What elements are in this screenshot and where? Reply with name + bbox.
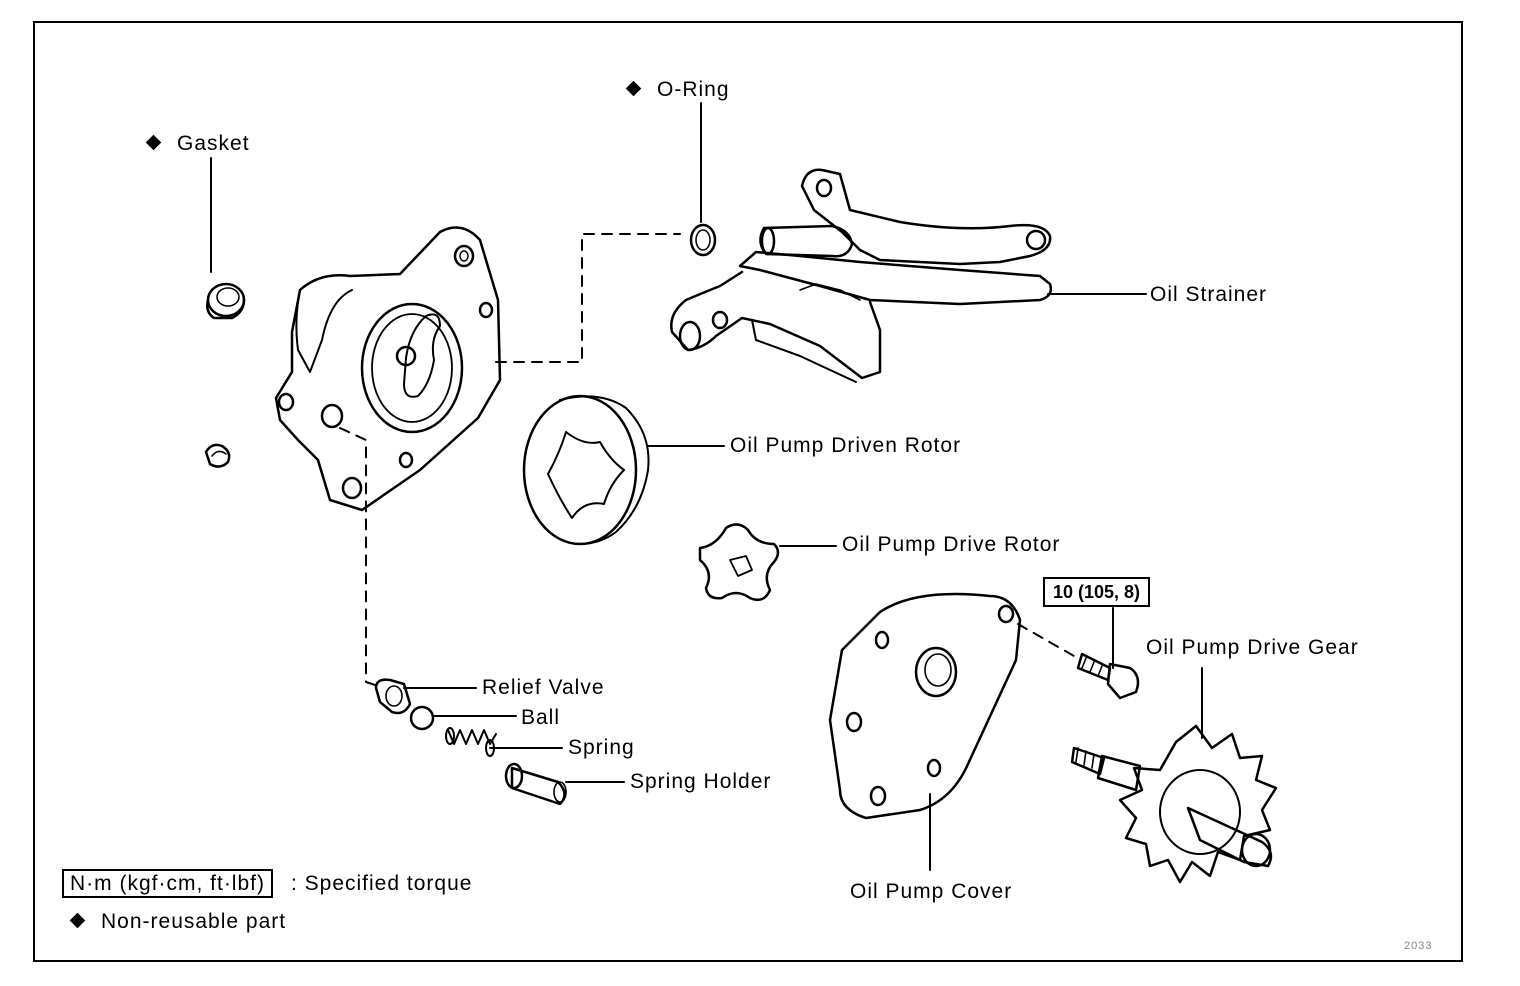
drive-gear-label: Oil Pump Drive Gear xyxy=(1146,636,1359,659)
pump-body-part xyxy=(274,226,502,512)
diagram-frame xyxy=(33,21,1463,962)
spring-part xyxy=(445,727,497,757)
gasket-part xyxy=(206,282,246,320)
dashed-guides xyxy=(339,233,1075,687)
drive-rotor-part xyxy=(698,523,780,601)
o-ring-part xyxy=(689,223,717,257)
drive-rotor-label: Oil Pump Drive Rotor xyxy=(842,533,1061,556)
legend-torque: N·m (kgf·cm, ft·lbf) : Specified torque xyxy=(62,869,473,898)
non-reusable-diamond-icon xyxy=(69,912,86,929)
spring-holder-part xyxy=(504,762,567,806)
legend-torque-desc: : Specified torque xyxy=(290,872,473,895)
spring-label: Spring xyxy=(568,736,635,759)
oil-strainer-part xyxy=(670,168,1053,383)
bushing-part xyxy=(204,443,231,468)
ball-label: Ball xyxy=(521,706,561,729)
figure-code: 2033 xyxy=(1404,940,1433,952)
non-reusable-diamond-icon xyxy=(145,134,162,151)
oil-strainer-label: Oil Strainer xyxy=(1150,283,1268,306)
bolt-part xyxy=(1076,652,1140,700)
gasket-label: Gasket xyxy=(145,132,250,156)
legend-torque-unit: N·m (kgf·cm, ft·lbf) xyxy=(62,869,273,898)
ball-part xyxy=(409,705,435,731)
pump-cover-part xyxy=(828,592,1022,820)
legend-non-reusable: Non-reusable part xyxy=(69,910,286,934)
relief-valve-part xyxy=(374,678,412,715)
drive-gear-part xyxy=(1070,724,1278,884)
o-ring-label: O-Ring xyxy=(625,78,730,102)
pump-cover-label: Oil Pump Cover xyxy=(850,880,1013,903)
torque-value-box: 10 (105, 8) xyxy=(1043,577,1151,607)
driven-rotor-label: Oil Pump Driven Rotor xyxy=(730,434,962,457)
relief-valve-label: Relief Valve xyxy=(482,676,605,699)
driven-rotor-part xyxy=(522,394,650,546)
spring-holder-label: Spring Holder xyxy=(630,770,772,793)
non-reusable-diamond-icon xyxy=(625,80,642,97)
